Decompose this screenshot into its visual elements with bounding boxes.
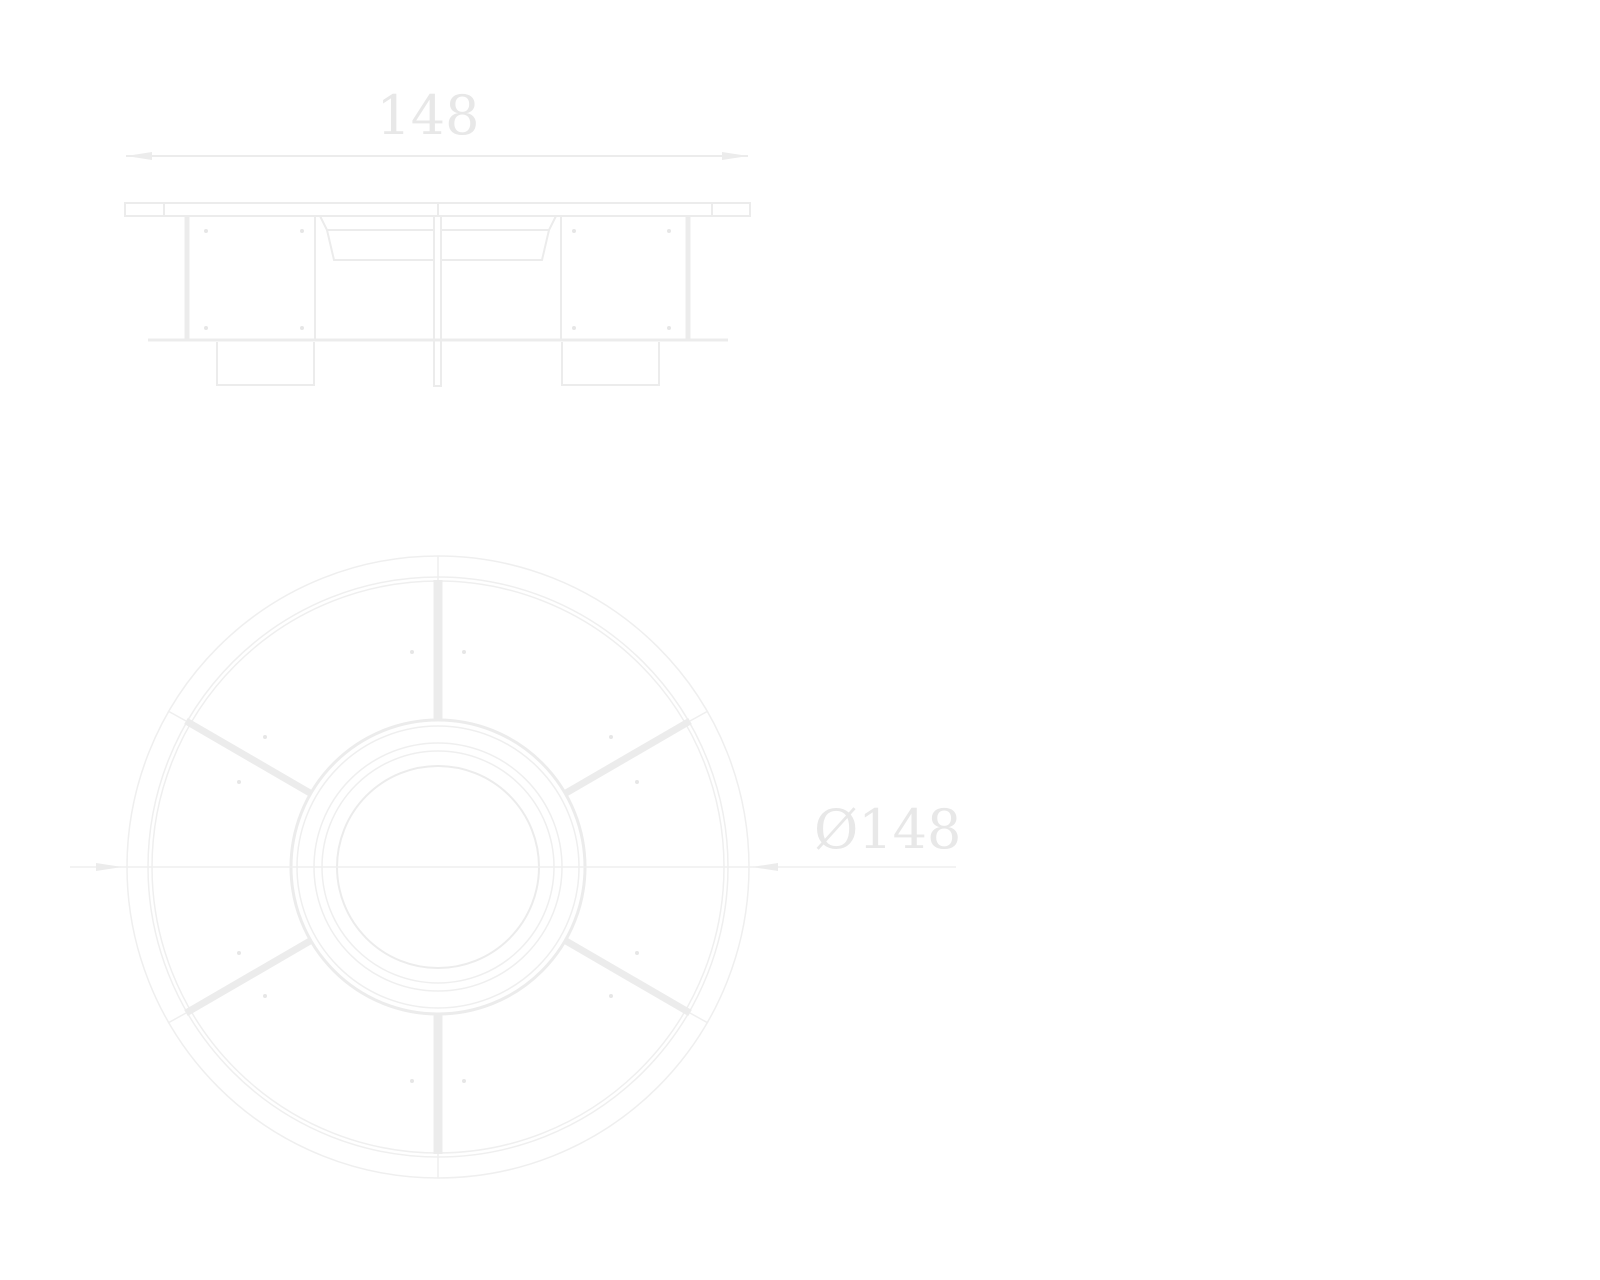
table-top <box>124 202 751 217</box>
base-structure <box>148 215 728 387</box>
plan-view: Ø148 <box>70 555 961 1179</box>
front-view: 148 <box>124 84 751 387</box>
width-dimension-label: 148 <box>376 84 479 147</box>
diameter-dimension-label: Ø148 <box>814 798 961 861</box>
radial-ribs <box>167 556 709 1178</box>
fixing-dots <box>237 650 639 1083</box>
width-dimension-line <box>126 152 748 160</box>
diameter-dimension-line <box>70 863 956 871</box>
